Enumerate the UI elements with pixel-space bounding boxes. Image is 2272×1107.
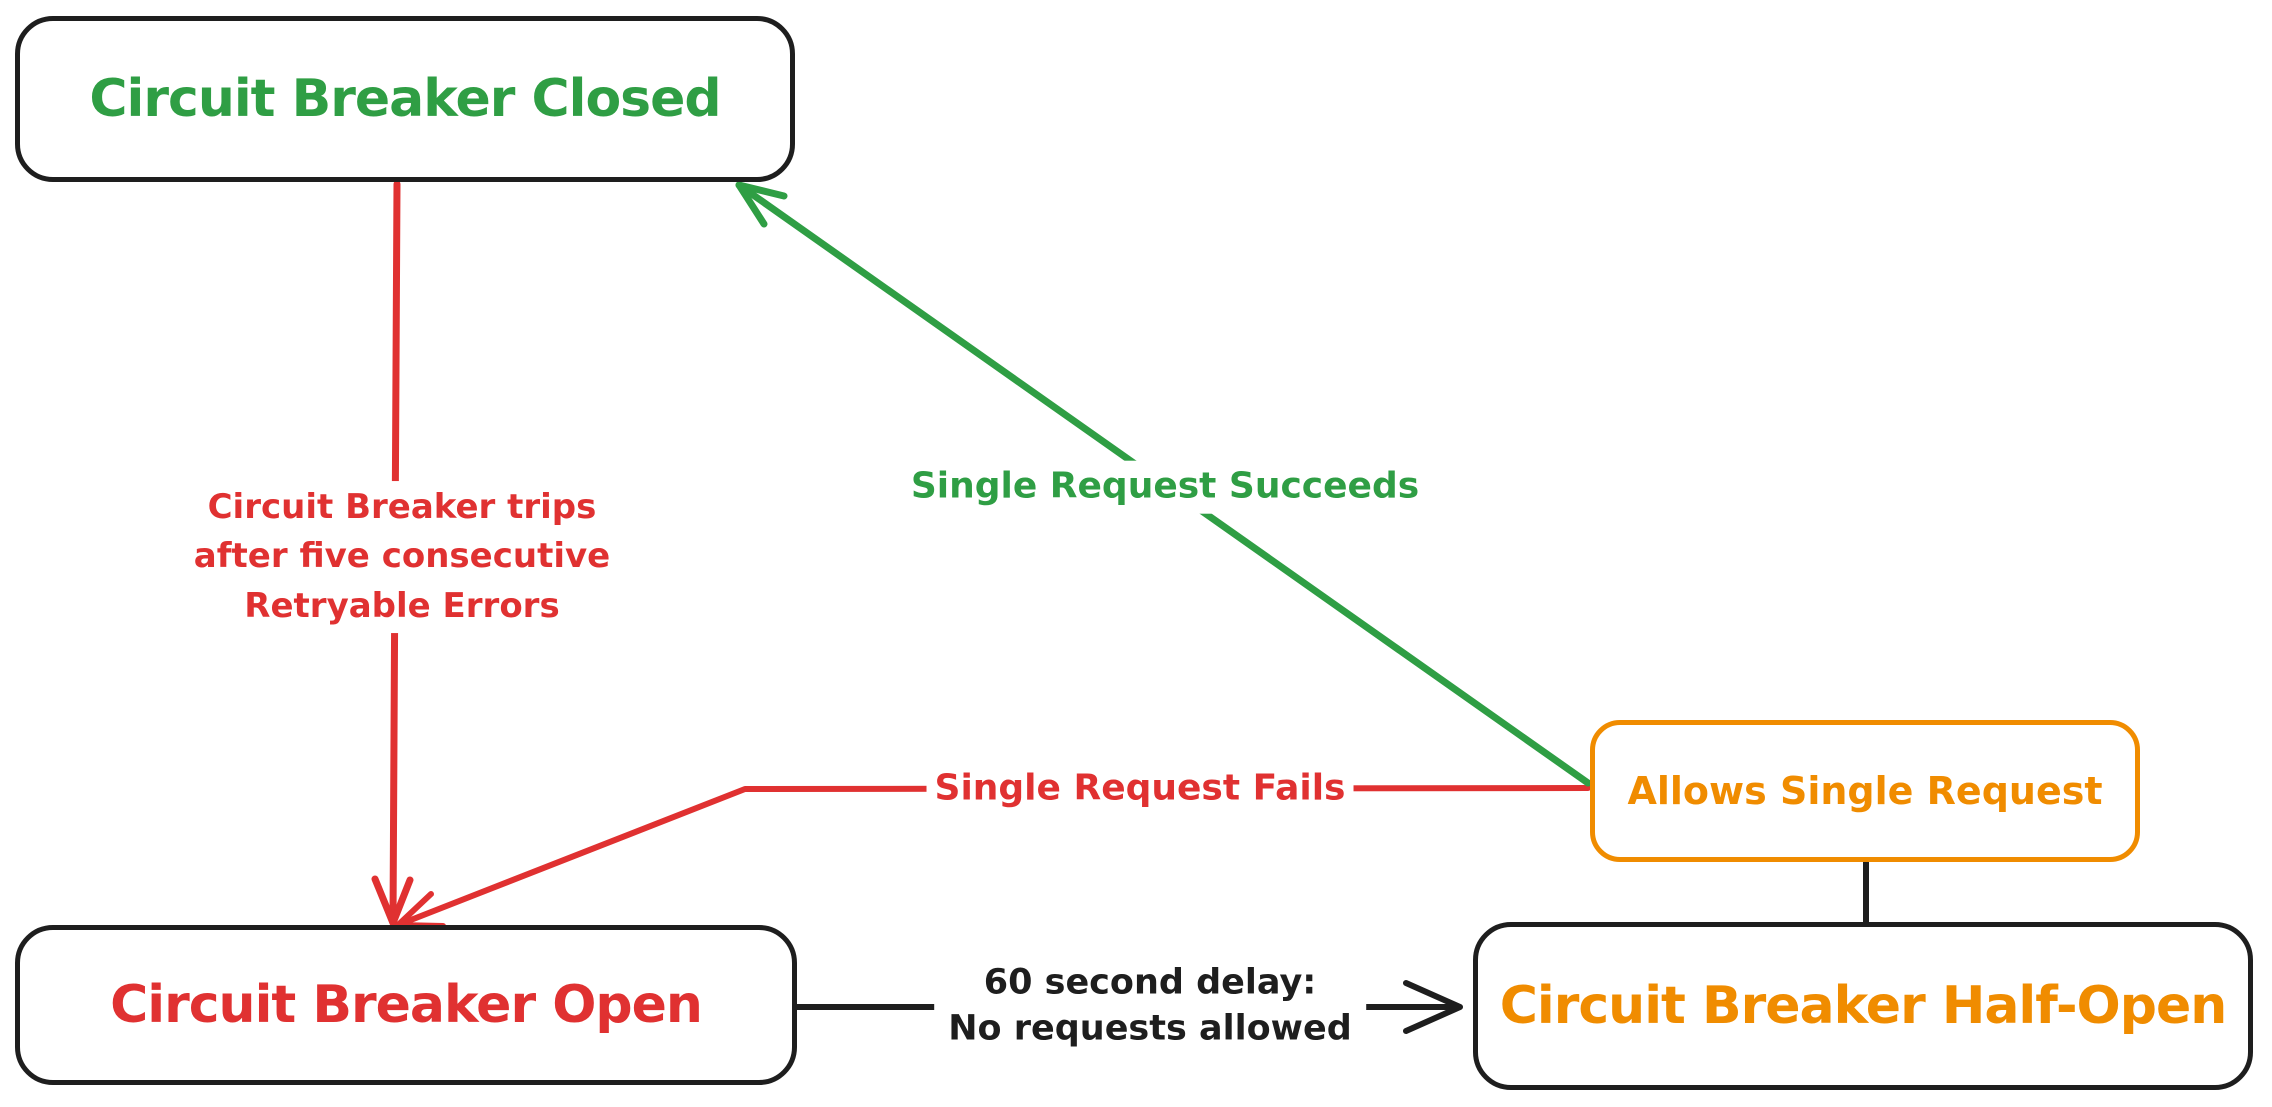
node-allows-single-request: Allows Single Request [1590,720,2140,862]
edge-label-trips: Circuit Breaker trips after five consecu… [179,481,625,633]
node-allows-label: Allows Single Request [1627,769,2103,813]
node-circuit-breaker-open: Circuit Breaker Open [15,925,797,1085]
node-half-open-label: Circuit Breaker Half-Open [1499,976,2228,1036]
node-circuit-breaker-closed: Circuit Breaker Closed [15,16,795,182]
delay-arrowhead [1403,980,1463,1034]
edge-label-single-request-succeeds: Single Request Succeeds [896,460,1434,514]
trips-arrowhead [371,875,414,927]
node-circuit-breaker-half-open: Circuit Breaker Half-Open [1473,922,2253,1090]
edge-label-delay: 60 second delay: No requests allowed [934,958,1366,1054]
succeeds-arrowhead [735,181,788,228]
node-closed-label: Circuit Breaker Closed [89,69,721,129]
edge-label-single-request-fails: Single Request Fails [926,762,1354,816]
node-open-label: Circuit Breaker Open [110,975,703,1035]
